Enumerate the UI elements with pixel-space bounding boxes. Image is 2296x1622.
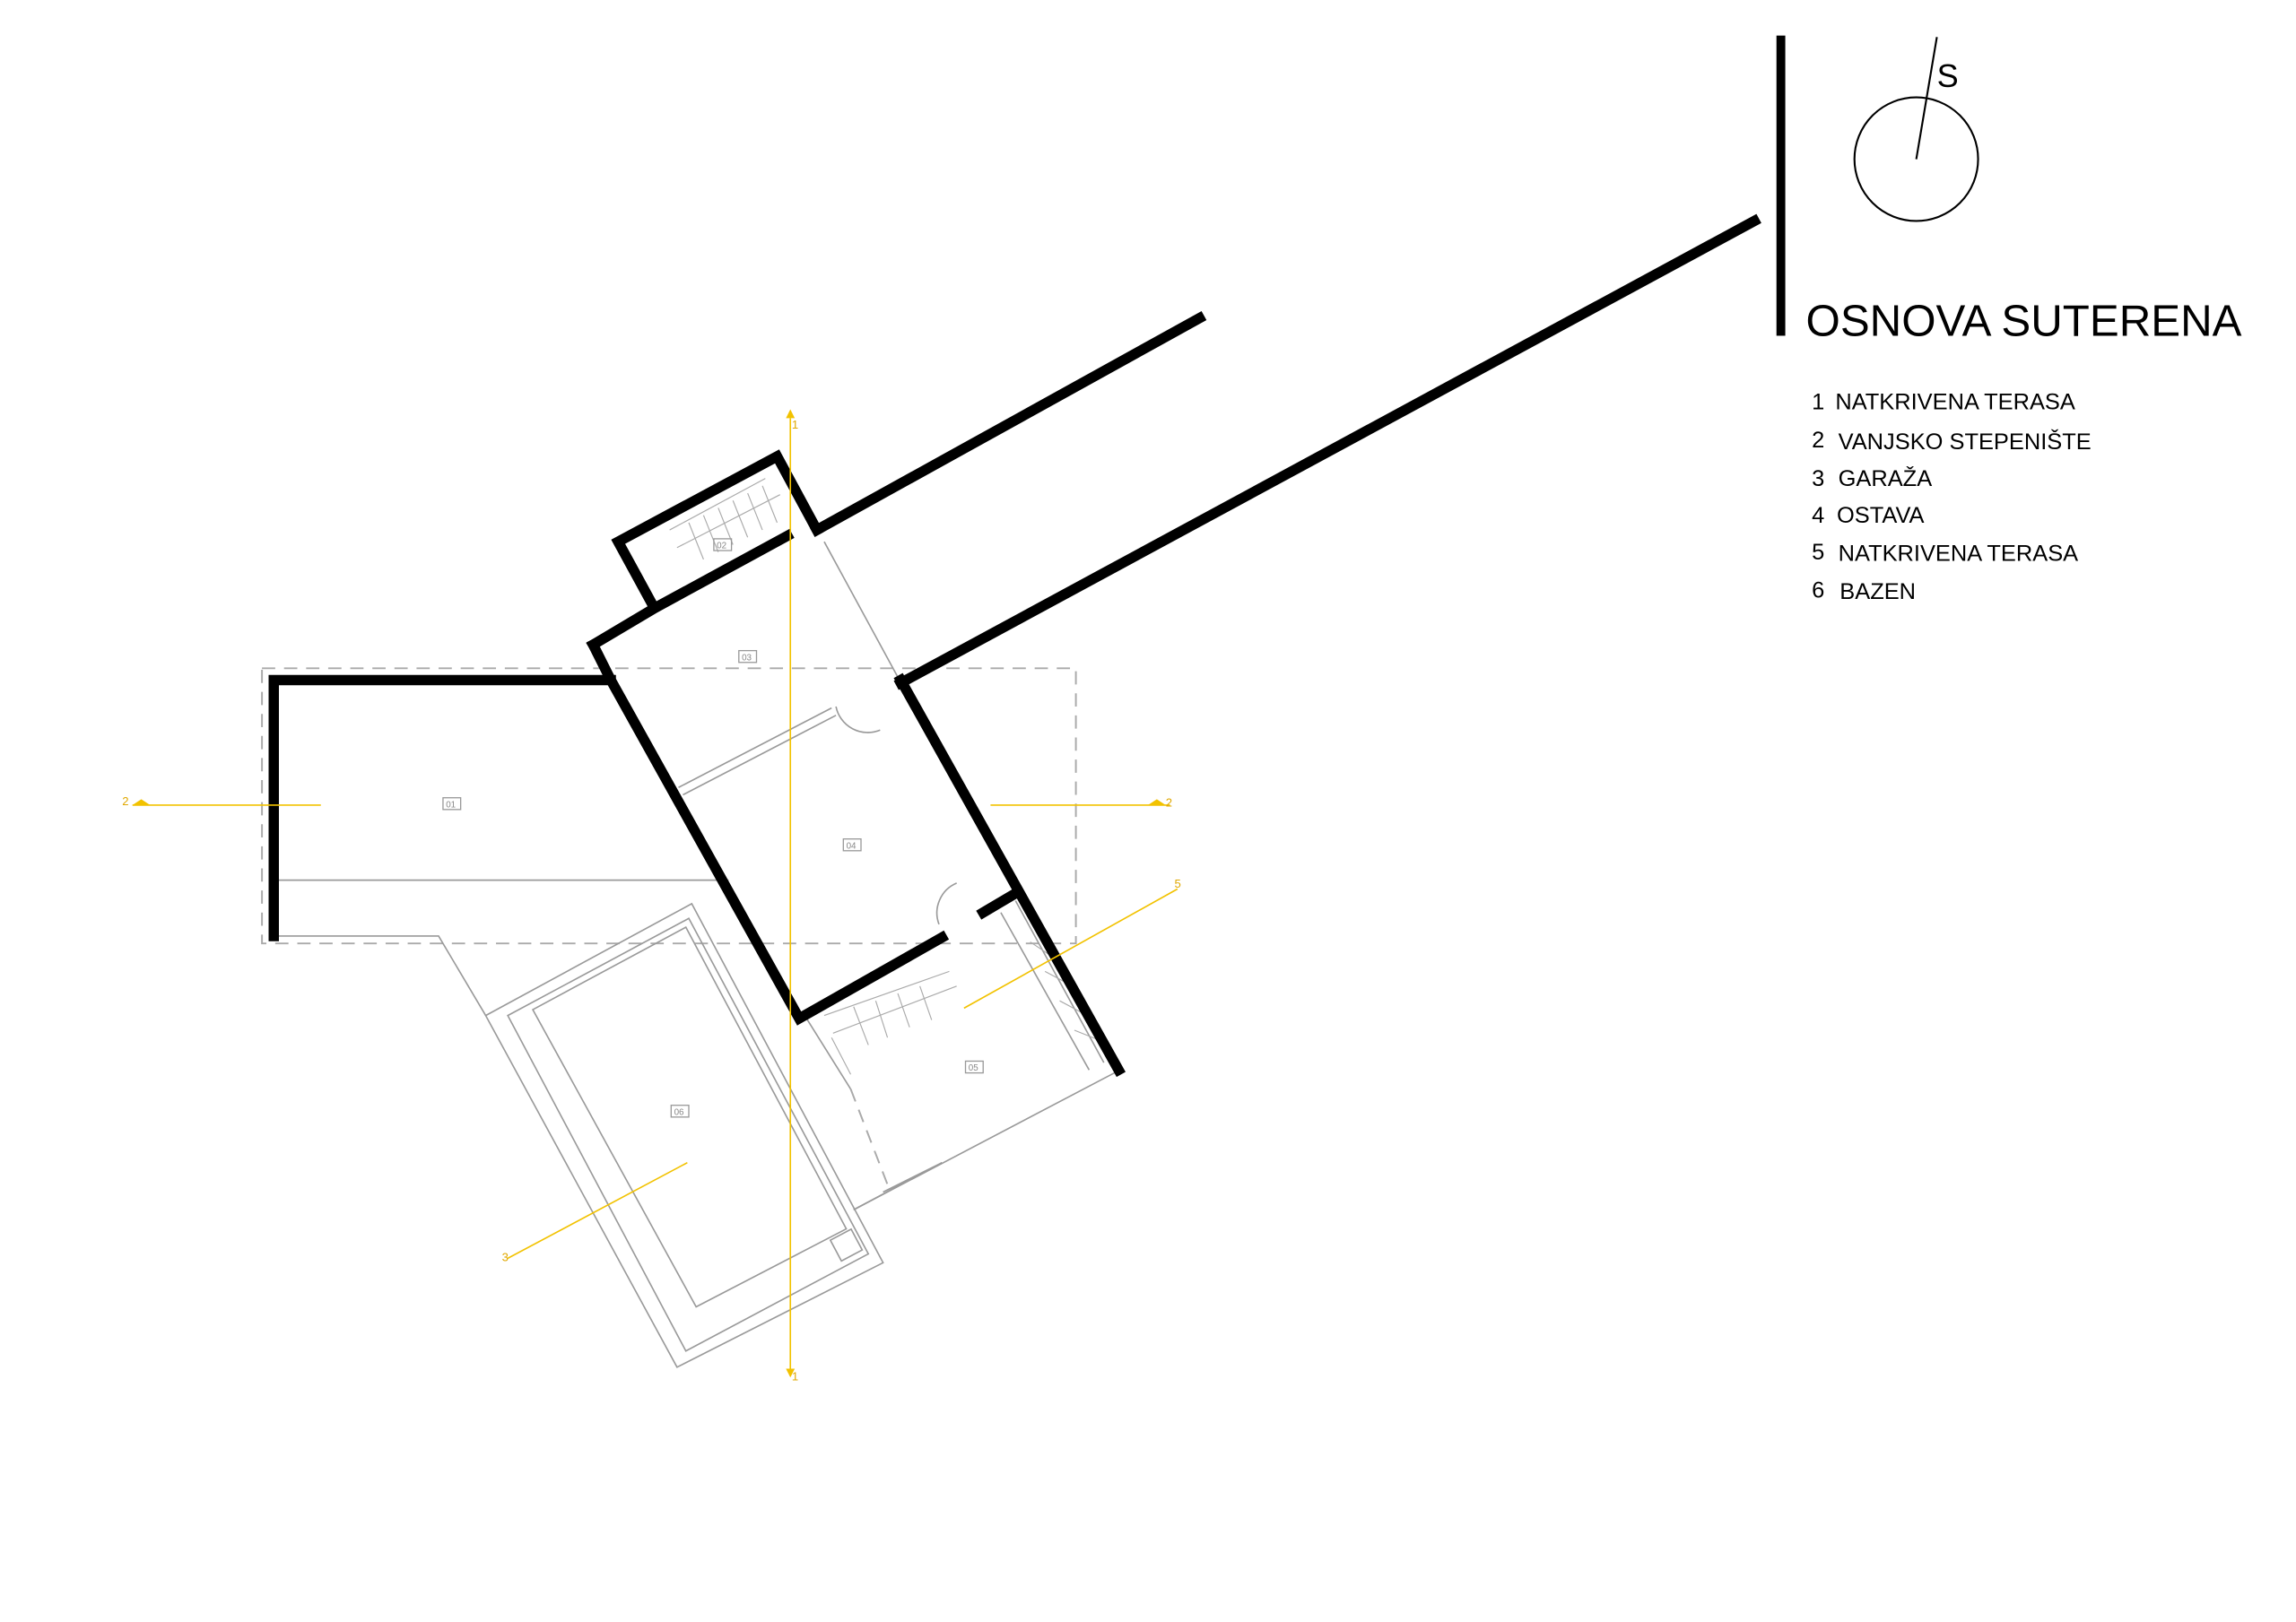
legend-num: 2 (1812, 428, 1824, 453)
svg-text:02: 02 (717, 542, 726, 551)
section-line-3: 3 (502, 1161, 688, 1264)
legend-num: 4 (1812, 503, 1824, 528)
north-label: S (1937, 57, 1959, 94)
room-tag-02: 02 (713, 538, 733, 551)
pool-and-terrace-outlines (274, 541, 1121, 1368)
section-line-1: 1 1 (786, 409, 798, 1383)
section-label-3: 3 (502, 1251, 509, 1264)
room-tag-05: 05 (964, 1060, 984, 1074)
svg-text:04: 04 (847, 841, 857, 851)
legend-num: 6 (1812, 578, 1824, 603)
svg-text:05: 05 (969, 1063, 978, 1073)
plan-title: OSNOVA SUTERENA (1806, 296, 2242, 345)
stairs-lower (823, 941, 1097, 1075)
title-bar (1776, 35, 1786, 336)
legend-label: NATKRIVENA TERASA (1835, 390, 2075, 415)
legend-num: 1 (1812, 390, 1824, 415)
legend-label: BAZEN (1839, 579, 1916, 604)
legend-num: 5 (1812, 540, 1824, 565)
svg-text:03: 03 (742, 653, 752, 663)
room-tag-03: 03 (738, 649, 758, 664)
section-line-5: 5 (963, 877, 1181, 1010)
legend-label: OSTAVA (1837, 503, 1925, 528)
section-label-1-bottom: 1 (792, 1370, 798, 1383)
svg-text:01: 01 (446, 800, 456, 810)
north-arrow-icon: S (1853, 37, 1979, 222)
section-label-2-right: 2 (1166, 796, 1172, 810)
section-label-1-top: 1 (792, 418, 798, 431)
section-line-2: 2 2 (122, 794, 1172, 810)
legend-label: NATKRIVENA TERASA (1839, 542, 2079, 567)
legend-num: 3 (1812, 466, 1824, 491)
walls (268, 213, 1761, 1078)
svg-text:06: 06 (674, 1107, 684, 1117)
room-tag-01: 01 (442, 797, 462, 811)
section-label-2-left: 2 (122, 794, 128, 808)
room-tag-04: 04 (842, 838, 862, 852)
legend-label: VANJSKO STEPENIŠTE (1839, 429, 2092, 455)
section-label-5: 5 (1175, 877, 1181, 890)
roof-outline (261, 667, 1077, 945)
room-tag-06: 06 (670, 1105, 690, 1118)
legend-label: GARAŽA (1839, 465, 1933, 491)
